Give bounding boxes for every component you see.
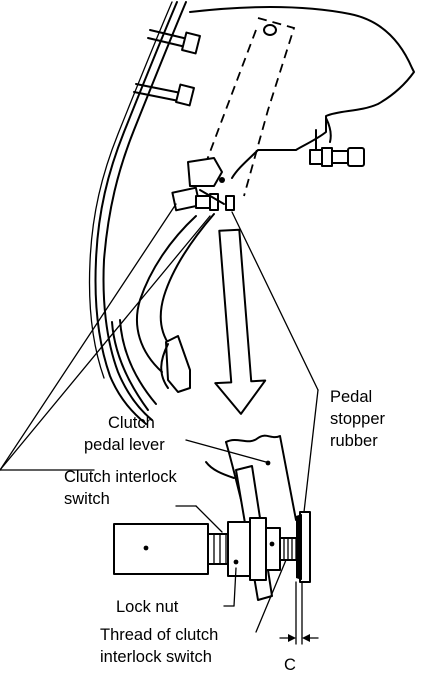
pedal-stopper-rubber <box>296 511 311 583</box>
label-pedal-stopper-rubber-1: Pedal <box>330 388 372 406</box>
pedal-bracket <box>189 6 415 179</box>
label-thread-of-switch-2: interlock switch <box>100 648 212 666</box>
upper-switch <box>171 157 235 212</box>
label-pedal-stopper-rubber-2: stopper <box>330 410 386 428</box>
shaft-clamps <box>133 29 201 107</box>
clutch-interlock-switch <box>113 517 301 581</box>
clearance-dimension <box>279 581 319 645</box>
label-pedal-stopper-rubber-3: rubber <box>330 432 378 450</box>
label-clutch-pedal-lever-2: pedal lever <box>84 436 165 454</box>
lower-detail-view <box>113 434 319 645</box>
pedal-stopper-bolt <box>309 129 365 167</box>
label-thread-of-switch-1: Thread of clutch <box>100 626 218 644</box>
leader-lines <box>0 203 319 633</box>
clutch-pedal-lever-outline <box>225 434 297 521</box>
label-lock-nut: Lock nut <box>116 598 179 616</box>
pedal-shaft-lines <box>88 1 187 425</box>
label-clutch-interlock-switch-2: switch <box>64 490 110 508</box>
label-clutch-pedal-lever-1: Clutch <box>108 414 155 432</box>
label-clearance-c: C <box>284 656 296 674</box>
callout-labels: Pedal stopper rubber Clutch pedal lever … <box>64 388 386 674</box>
detail-arrow <box>214 228 267 415</box>
pedal-arm <box>136 213 215 393</box>
label-clutch-interlock-switch-1: Clutch interlock <box>64 468 178 486</box>
upper-pedal-assembly <box>88 1 415 425</box>
